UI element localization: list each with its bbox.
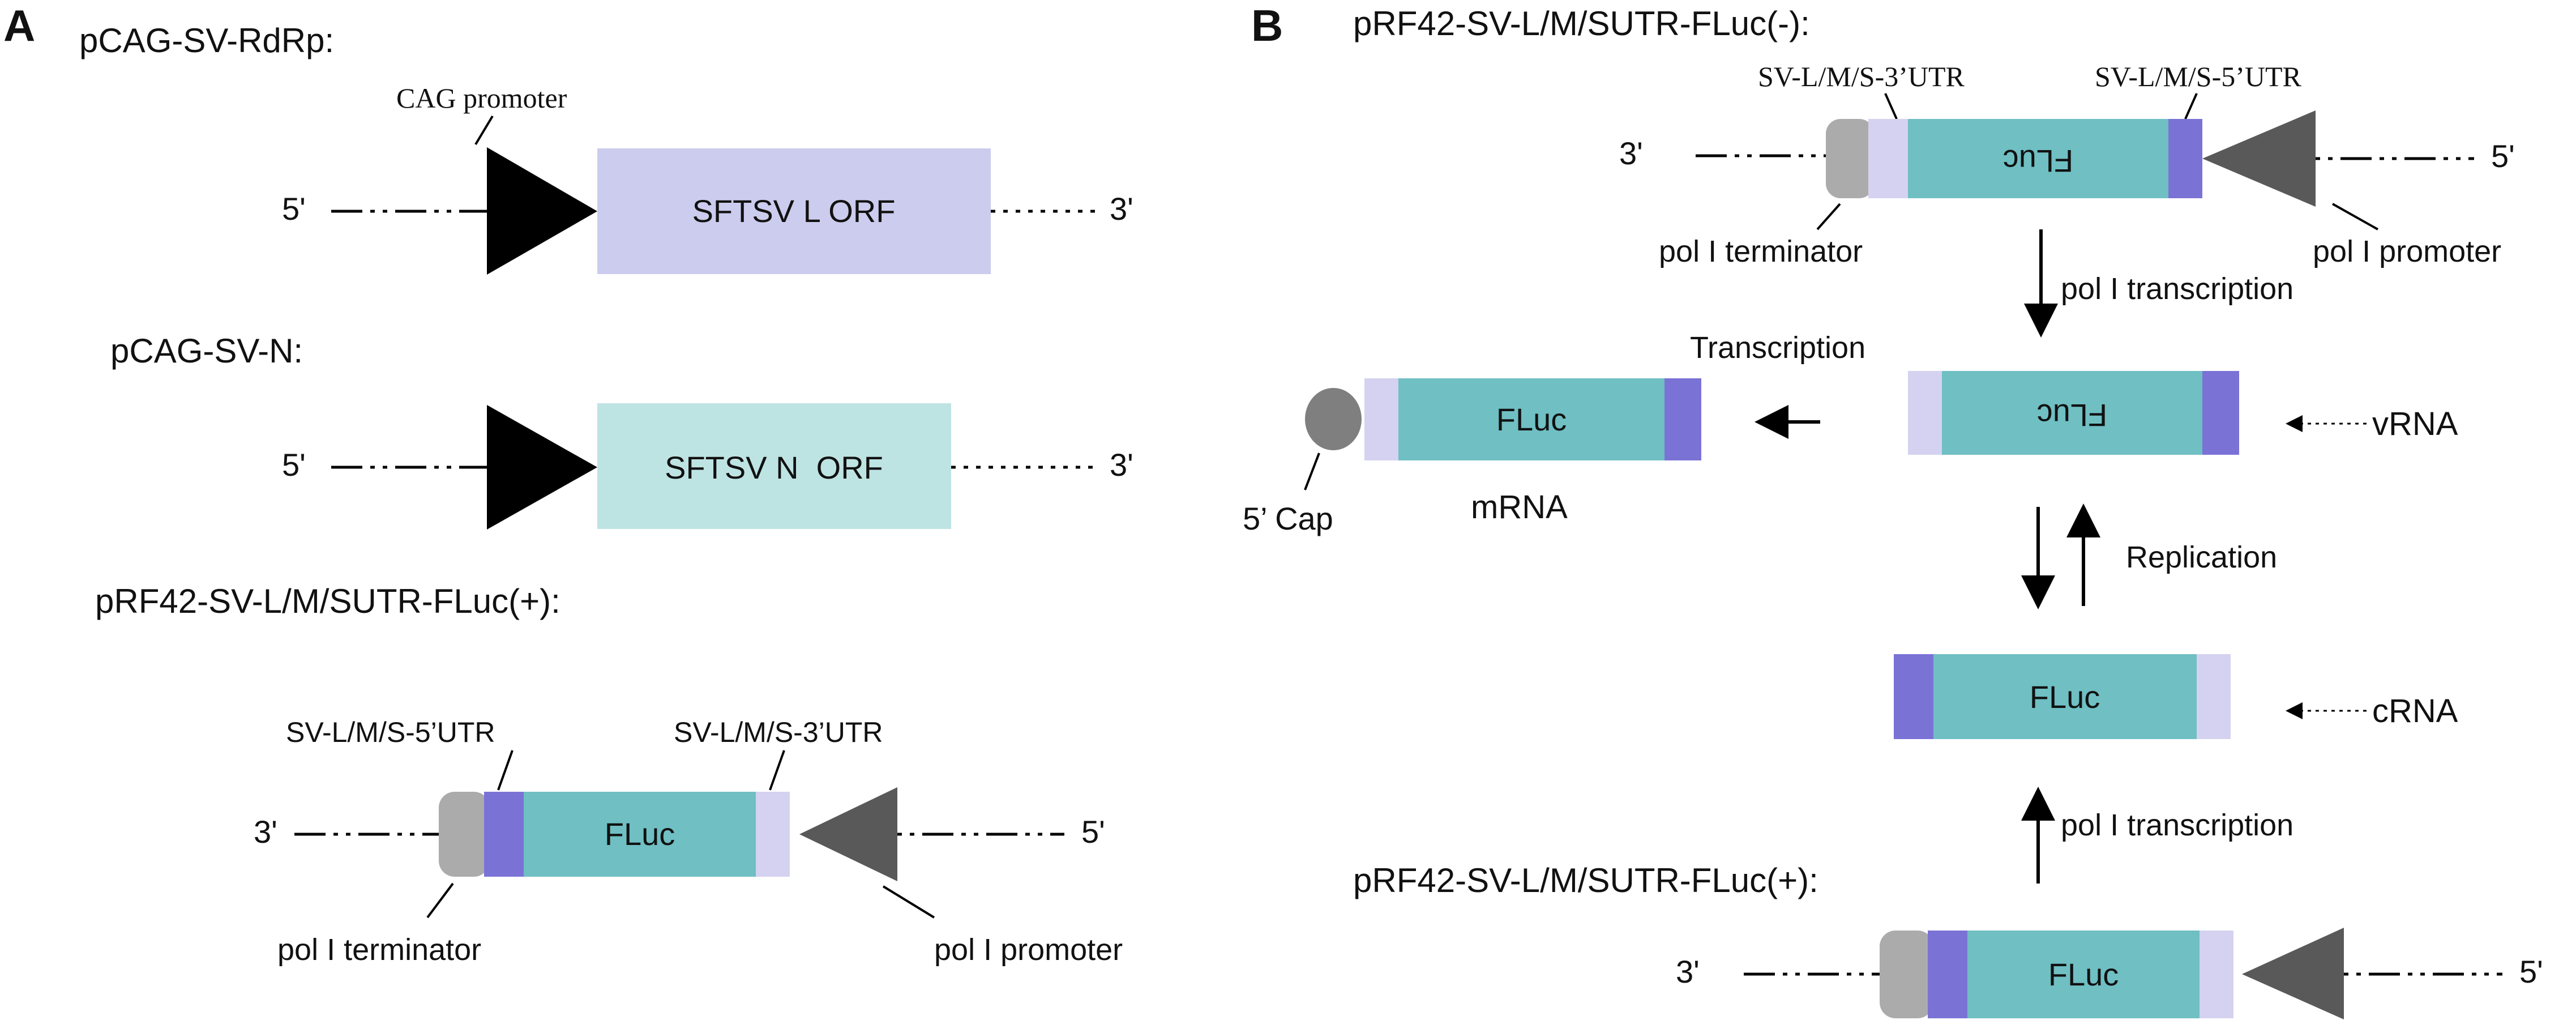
a-three-prime: 3' [254,814,277,850]
rdrp-three-prime: 3' [1110,191,1133,227]
crna-fluc-box [1933,654,2197,739]
b-pol1-promoter-label: pol I promoter [2313,234,2501,268]
vrna-molecule: FLuc vRNA [1908,371,2458,455]
cag-promoter-leader [474,115,494,146]
a-pol1-promoter-triangle [799,787,897,881]
b-pol1-terminator [1826,119,1874,198]
b-fluc-label: FLuc [2003,143,2074,179]
b-plus-five-prime: 5' [2519,954,2543,989]
b-utr5-leader [2184,93,2198,120]
mrna-fluc-label: FLuc [1496,402,1567,437]
a-fluc-plus-title: pRF42-SV-L/M/SUTR-FLuc(+): [95,582,560,620]
n-orf-label: SFTSV N ORF [665,450,883,485]
b-fluc-plus-construct: pRF42-SV-L/M/SUTR-FLuc(+): 3' FLuc 5' [1353,861,2543,1019]
b-fluc-plus-title: pRF42-SV-L/M/SUTR-FLuc(+): [1353,861,1818,899]
b-utr5-label: SV-L/M/S-5’UTR [2095,61,2302,92]
b-utr3-box [1868,119,1908,198]
cap-leader [1304,453,1320,490]
b-plus-fluc-label: FLuc [2048,957,2119,992]
b-step1-label: pol I transcription [2061,272,2293,306]
crna-label: cRNA [2372,693,2458,729]
crna-fluc-label: FLuc [2030,679,2100,715]
b-plus-pol1-terminator [1880,931,1933,1018]
rdrp-orf-box [597,148,991,274]
n-promoter-triangle [487,405,597,530]
b-plus-utr3-box [2200,931,2233,1018]
cag-promoter-label: CAG promoter [396,82,567,114]
a-utr5-leader [497,750,514,791]
transcription-label: Transcription [1690,331,1865,365]
mrna-utr-purple [1664,378,1701,460]
b-step2-label: pol I transcription [2061,808,2293,842]
b-utr3-label: SV-L/M/S-3’UTR [1758,61,1965,92]
a-utr3-leader [769,750,785,791]
a-pol1-terminator-label: pol I terminator [277,933,481,967]
mrna-molecule: Transcription FLuc 5’ Cap mRNA [1243,331,1865,536]
b-fluc-minus-construct: pRF42-SV-L/M/SUTR-FLuc(-): SV-L/M/S-3’UT… [1353,5,2515,268]
mrna-utr-light [1364,378,1398,460]
a-promoter-leader [882,885,935,919]
vrna-utr-purple [2202,371,2239,455]
crna-molecule: FLuc cRNA [1894,654,2458,739]
a-utr5-box [484,792,524,877]
rdrp-construct: pCAG-SV-RdRp: CAG promoter 5' SFTSV L OR… [79,22,1133,275]
b-plus-pol1-promoter-triangle [2242,928,2344,1019]
vrna-fluc-box [1942,371,2202,455]
n-title: pCAG-SV-N: [110,332,303,370]
n-orf-box [597,403,951,529]
crna-utr-light [2197,654,2231,739]
rdrp-five-prime: 5' [282,191,306,227]
panel-b-label: B [1251,1,1283,50]
b-five-prime: 5' [2491,138,2515,174]
a-pol1-promoter-label: pol I promoter [934,933,1123,967]
a-utr5-label: SV-L/M/S-5’UTR [286,716,495,748]
mrna-fluc-box [1398,378,1664,460]
five-prime-cap [1305,388,1362,450]
rdrp-orf-label: SFTSV L ORF [692,193,896,229]
vrna-utr-light [1908,371,1942,455]
a-fluc-plus-construct: pRF42-SV-L/M/SUTR-FLuc(+): SV-L/M/S-5’UT… [95,582,1123,967]
b-fluc-box [1908,119,2168,198]
a-utr3-box [756,792,790,877]
b-promoter-leader [2332,203,2378,231]
n-construct: pCAG-SV-N: 5' SFTSV N ORF 3' [110,332,1133,530]
b-pol1-terminator-label: pol I terminator [1659,234,1863,268]
a-utr3-label: SV-L/M/S-3’UTR [674,716,883,748]
n-three-prime: 3' [1110,447,1133,483]
crna-utr-purple [1894,654,1933,739]
b-terminator-leader [1816,203,1841,231]
a-fluc-label: FLuc [605,816,675,852]
b-pol1-promoter-triangle [2202,110,2316,207]
n-five-prime: 5' [282,447,306,483]
a-terminator-leader [426,882,454,919]
a-five-prime: 5' [1081,814,1105,850]
a-fluc-box [524,792,756,877]
replication-label: Replication [2126,540,2277,574]
b-utr3-leader [1884,93,1898,120]
vrna-label: vRNA [2372,406,2458,442]
b-three-prime: 3' [1619,135,1643,171]
a-pol1-terminator [439,792,490,877]
mrna-label: mRNA [1471,489,1568,526]
cap-label: 5’ Cap [1243,501,1333,536]
vrna-fluc-label: FLuc [2037,398,2108,433]
rdrp-title: pCAG-SV-RdRp: [79,22,334,59]
panel-a-label: A [3,1,35,50]
b-plus-three-prime: 3' [1676,954,1700,989]
cag-promoter-triangle [487,147,597,275]
b-plus-utr5-box [1928,931,1967,1018]
b-plus-fluc-box [1967,931,2200,1018]
b-utr5-box [2168,119,2202,198]
b-fluc-minus-title: pRF42-SV-L/M/SUTR-FLuc(-): [1353,5,1810,42]
